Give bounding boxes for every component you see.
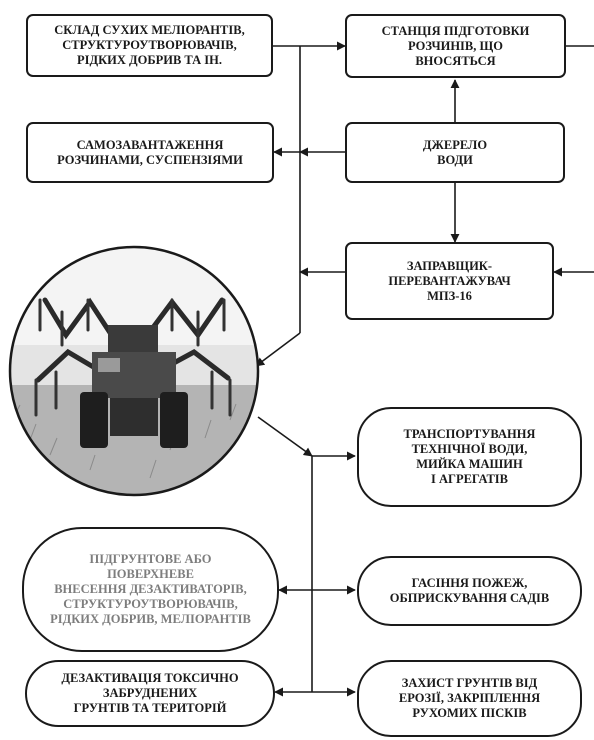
subsoil-box: ПІДГРУНТОВЕ АБО ПОВЕРХНЕВЕ ВНЕСЕННЯ ДЕЗА…: [22, 527, 279, 652]
transport-box: ТРАНСПОРТУВАННЯ ТЕХНІЧНОЇ ВОДИ, МИЙКА МА…: [357, 407, 582, 507]
water-source-box: ДЖЕРЕЛО ВОДИ: [345, 122, 565, 183]
photo-to-distribution-arrow: [257, 416, 313, 457]
tanker-box: ЗАПРАВЩИК- ПЕРЕВАНТАЖУВАЧ МПЗ-16: [345, 242, 554, 320]
protection-box: ЗАХИСТ ГРУНТІВ ВІД ЕРОЗІЇ, ЗАКРІПЛЕННЯ Р…: [357, 660, 582, 737]
station-box: СТАНЦІЯ ПІДГОТОВКИ РОЗЧИНІВ, ЩО ВНОСЯТЬС…: [345, 14, 566, 78]
fire-box: ГАСІННЯ ПОЖЕЖ, ОБПРИСКУВАННЯ САДІВ: [357, 556, 582, 626]
storage-box: СКЛАД СУХИХ МЕЛІОРАНТІВ, СТРУКТУРОУТВОРЮ…: [26, 14, 273, 77]
decontamination-box: ДЕЗАКТИВАЦІЯ ТОКСИЧНО ЗАБРУДНЕНИХ ГРУНТІ…: [25, 660, 275, 727]
bus-to-photo-arrow: [255, 332, 301, 367]
self-loading-box: САМОЗАВАНТАЖЕННЯ РОЗЧИНАМИ, СУСПЕНЗІЯМИ: [26, 122, 274, 183]
